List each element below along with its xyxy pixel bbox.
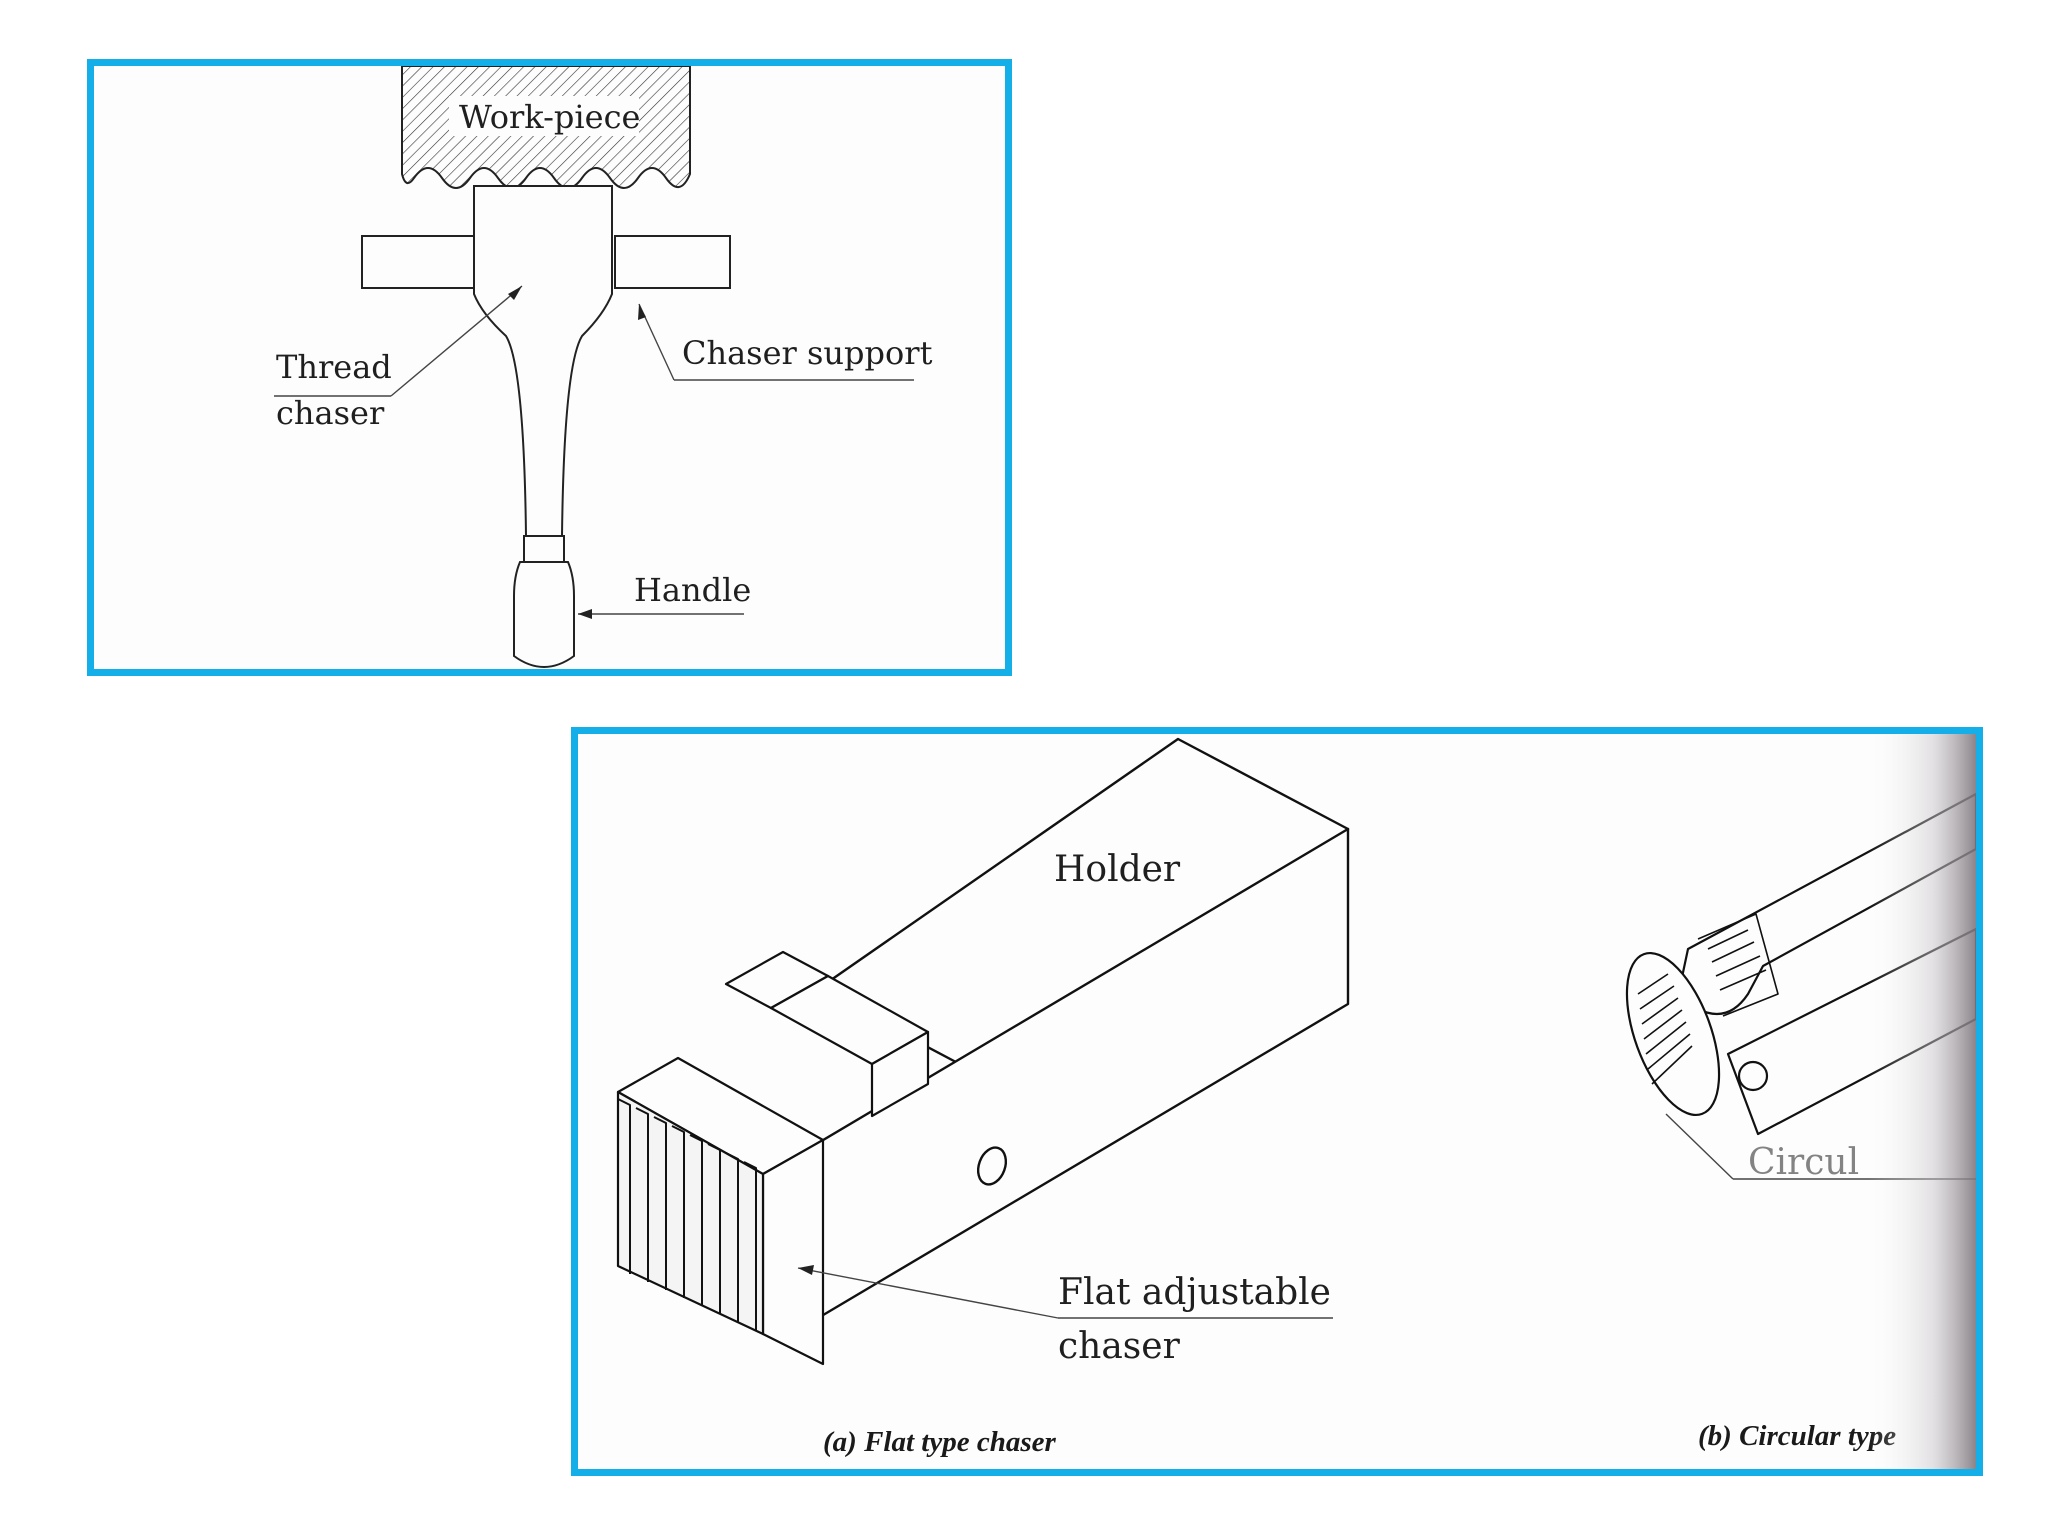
- flat-adjustable-chaser: [616, 950, 930, 1366]
- holder: [806, 737, 1350, 1326]
- chaser-types-diagram-panel: Holder Flat adjustable chaser Circul (a)…: [571, 727, 1983, 1476]
- thread-chaser-label-line2: chaser: [276, 394, 385, 432]
- handle-label: Handle: [634, 571, 751, 609]
- caption-b: (b) Circular type: [1698, 1420, 1896, 1452]
- workpiece-label: Work-piece: [459, 98, 640, 136]
- thread-chaser-label-line1: Thread: [276, 348, 392, 386]
- thread-chaser-tool: [473, 185, 613, 668]
- flat-chaser-label-line1: Flat adjustable: [1058, 1272, 1331, 1313]
- chaser-types-diagram: Holder Flat adjustable chaser Circul (a)…: [616, 734, 1976, 1469]
- chaser-support-label: Chaser support: [682, 334, 933, 372]
- caption-a: (a) Flat type chaser: [823, 1426, 1056, 1458]
- hand-chasing-diagram-panel: Work-piece Thread chaser Chaser: [87, 59, 1012, 676]
- holder-label: Holder: [1054, 849, 1181, 890]
- hand-chasing-diagram: Work-piece Thread chaser Chaser: [274, 66, 933, 668]
- circular-chaser-label: Circul: [1748, 1142, 1859, 1183]
- leader-arrowheads: [508, 286, 646, 619]
- leader-arrowhead: [798, 1265, 814, 1275]
- workpiece: [401, 66, 691, 189]
- page-fold-shadow: [1868, 734, 1976, 1469]
- flat-chaser-label-line2: chaser: [1058, 1326, 1181, 1367]
